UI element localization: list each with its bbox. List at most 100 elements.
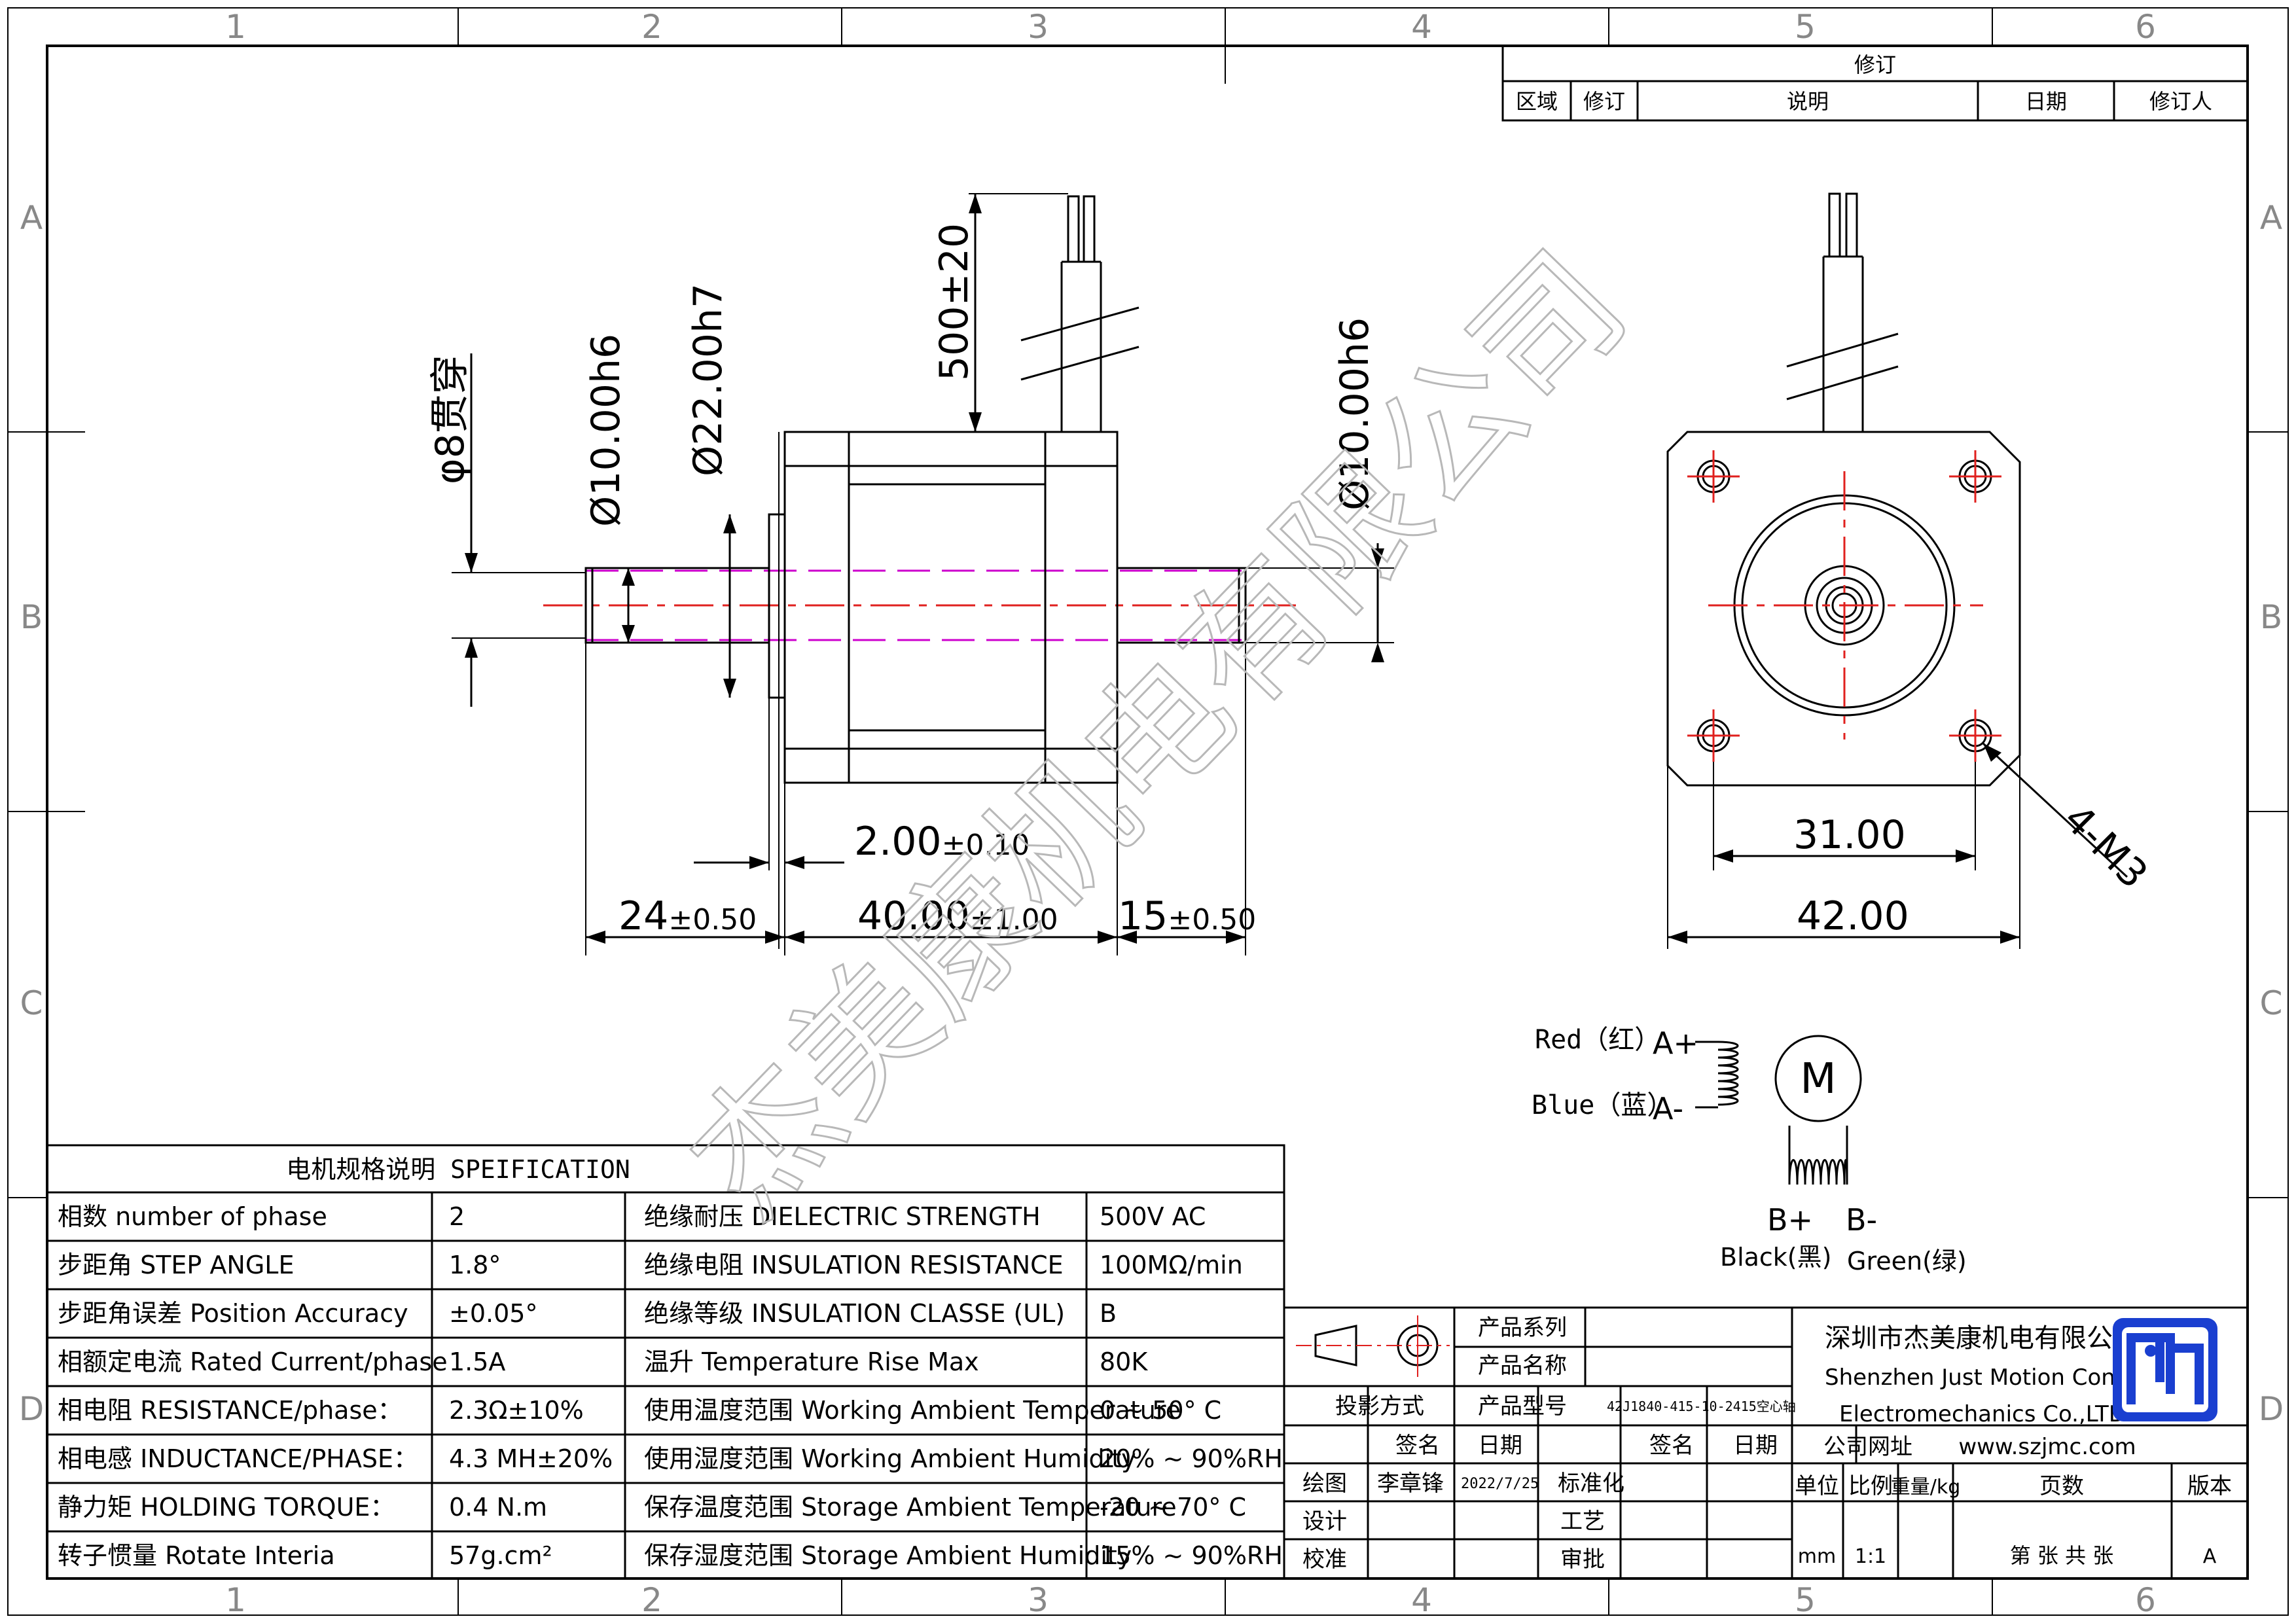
frame-col-5b: 5 bbox=[1795, 1581, 1816, 1619]
spec-cell: 1.5A bbox=[449, 1347, 505, 1376]
spec-cell: 20% ~ 90%RH bbox=[1100, 1444, 1283, 1473]
tb-draw: 绘图 bbox=[1302, 1471, 1347, 1497]
website-value: www.szjmc.com bbox=[1958, 1434, 2136, 1460]
spec-cell: 步距角误差 Position Accuracy bbox=[58, 1299, 408, 1328]
frame-col-4b: 4 bbox=[1411, 1581, 1432, 1619]
spec-cell: 相电感 INDUCTANCE/PHASE： bbox=[58, 1444, 418, 1473]
front-center-lines bbox=[1687, 450, 2001, 762]
motor-symbol bbox=[1774, 1035, 1862, 1122]
tb-product-series: 产品系列 bbox=[1478, 1315, 1567, 1341]
company-logo bbox=[2113, 1318, 2217, 1421]
spec-cell: 保存湿度范围 Storage Ambient Humidity bbox=[644, 1541, 1132, 1570]
tb-approve: 审批 bbox=[1560, 1546, 1605, 1573]
tb-date: 日期 bbox=[1478, 1433, 1522, 1459]
dim-thread: 4-M3 bbox=[2054, 796, 2156, 897]
coil-b bbox=[1788, 1159, 1848, 1185]
dim-shaft-left: Ø10.00h6 bbox=[583, 334, 629, 527]
spec-cell: 500V AC bbox=[1100, 1202, 1206, 1231]
spec-cell: ±0.05° bbox=[449, 1299, 537, 1328]
company-name-cn: 深圳市杰美康机电有限公司 bbox=[1825, 1323, 2139, 1353]
spec-cell: 转子惯量 Rotate Interia bbox=[58, 1541, 335, 1570]
company-name-en-2: Electromechanics Co.,LTD bbox=[1839, 1401, 2126, 1427]
dim-shaft-right: Ø10.00h6 bbox=[1332, 317, 1378, 510]
front-view: 31.00 42.00 4-M3 bbox=[1666, 192, 2157, 949]
tb-drawer: 李章锋 bbox=[1377, 1471, 1444, 1497]
frame-row-b: B bbox=[20, 598, 43, 636]
spec-cell: 15% ~ 90%RH bbox=[1100, 1541, 1283, 1570]
spec-cell: 0.4 N.m bbox=[449, 1493, 547, 1522]
frame-col-3b: 3 bbox=[1028, 1581, 1049, 1619]
dim-bore: φ8贯穿 bbox=[427, 355, 473, 484]
spec-title: 电机规格说明 SPEIFICATION bbox=[286, 1155, 630, 1184]
frame-col-6b: 6 bbox=[2135, 1581, 2156, 1619]
tb-design: 设计 bbox=[1302, 1508, 1347, 1535]
spec-cell: 相额定电流 Rated Current/phase bbox=[58, 1347, 448, 1376]
revision-col-date: 日期 bbox=[2025, 89, 2067, 114]
tb-product-model: 产品型号 bbox=[1478, 1393, 1567, 1419]
dim-left-length: 24±0.50 bbox=[619, 893, 757, 939]
wire-red-label: Red（红） bbox=[1535, 1025, 1660, 1055]
coil-a bbox=[1717, 1041, 1739, 1106]
frame-row-a-r: A bbox=[2260, 199, 2282, 237]
frame-row-d: D bbox=[19, 1390, 45, 1428]
revision-col-rev: 修订 bbox=[1583, 89, 1625, 114]
frame-labels: 1 2 3 4 5 6 1 2 3 4 5 6 A B C D A B C D bbox=[19, 8, 2284, 1619]
frame-row-a: A bbox=[20, 199, 43, 237]
spec-cell: 4.3 MH±20% bbox=[449, 1444, 613, 1473]
dim-hole-spacing: 31.00 bbox=[1793, 812, 1906, 858]
spec-cell: 100MΩ/min bbox=[1100, 1251, 1243, 1279]
right-shaft bbox=[1116, 567, 1247, 644]
spec-cell: 2.3Ω±10% bbox=[449, 1396, 584, 1425]
pages-value: 第 张 共 张 bbox=[2010, 1543, 2114, 1568]
frame-col-1b: 1 bbox=[225, 1581, 246, 1619]
frame-row-b-r: B bbox=[2260, 598, 2282, 636]
spec-cell: 相电阻 RESISTANCE/phase： bbox=[58, 1396, 403, 1425]
tb-draw-date: 2022/7/25 bbox=[1461, 1476, 1539, 1492]
title-block: 产品系列 产品名称 投影方式 产品型号 签名 日期 签名 日期 绘图 李章锋 标… bbox=[1283, 1306, 2249, 1580]
tb-sign: 签名 bbox=[1395, 1433, 1440, 1459]
spec-cell: 相数 number of phase bbox=[58, 1202, 327, 1231]
spec-cell: 使用湿度范围 Working Ambient Humidity bbox=[644, 1444, 1136, 1473]
spec-cell: 温升 Temperature Rise Max bbox=[644, 1347, 979, 1376]
frame-col-6: 6 bbox=[2135, 8, 2156, 46]
spec-cell: 绝缘耐压 DIELECTRIC STRENGTH bbox=[644, 1202, 1041, 1231]
dim-boss: Ø22.00h7 bbox=[685, 283, 731, 476]
motor-front-outline bbox=[1666, 431, 2021, 787]
frame-row-c: C bbox=[20, 984, 43, 1022]
wire-green-label: Green(绿) bbox=[1847, 1247, 1967, 1275]
tb-sign2: 签名 bbox=[1649, 1433, 1694, 1459]
version-value: A bbox=[2203, 1545, 2217, 1568]
tb-check: 校准 bbox=[1302, 1546, 1347, 1573]
spec-cell: B bbox=[1100, 1299, 1117, 1328]
scale-value: 1:1 bbox=[1855, 1545, 1886, 1568]
pages-label: 页数 bbox=[2039, 1473, 2084, 1499]
motor-label: M bbox=[1800, 1055, 1836, 1103]
frame-col-1: 1 bbox=[225, 8, 246, 46]
wire-black-label: Black(黑) bbox=[1720, 1243, 1831, 1272]
dim-width: 42.00 bbox=[1797, 893, 1909, 939]
tb-process: 工艺 bbox=[1560, 1508, 1605, 1535]
terminal-b-minus: B- bbox=[1846, 1202, 1877, 1238]
wire-blue-label: Blue（蓝） bbox=[1532, 1090, 1673, 1120]
frame-col-2b: 2 bbox=[641, 1581, 662, 1619]
revision-table: 修订 区域 修订 说明 日期 修订人 bbox=[1501, 45, 2249, 122]
spec-cell: 57g.cm² bbox=[449, 1541, 552, 1570]
spec-cell: 保存温度范围 Storage Ambient Temperature bbox=[644, 1493, 1177, 1522]
frame-row-d-r: D bbox=[2259, 1390, 2284, 1428]
revision-title: 修订 bbox=[1854, 52, 1896, 77]
terminal-a-plus: A+ bbox=[1653, 1026, 1698, 1061]
tb-product-name: 产品名称 bbox=[1478, 1353, 1567, 1379]
terminal-a-minus: A- bbox=[1653, 1091, 1683, 1126]
unit-label: 单位 bbox=[1795, 1473, 1839, 1499]
wiring-diagram: Red（红） Blue（蓝） A+ A- B+ B- M Black(黑) Gr… bbox=[1532, 1025, 1967, 1275]
projection-center-lines bbox=[1296, 1315, 1450, 1377]
tb-projection: 投影方式 bbox=[1335, 1393, 1424, 1419]
bore-hidden-lines bbox=[586, 569, 1244, 641]
revision-col-by: 修订人 bbox=[2149, 89, 2212, 114]
version-label: 版本 bbox=[2187, 1473, 2232, 1499]
spec-cell: -20 ~ 70° C bbox=[1100, 1493, 1246, 1522]
company-name-en-1: Shenzhen Just Motion Control bbox=[1825, 1364, 2153, 1391]
spec-cell: 80K bbox=[1100, 1347, 1148, 1376]
